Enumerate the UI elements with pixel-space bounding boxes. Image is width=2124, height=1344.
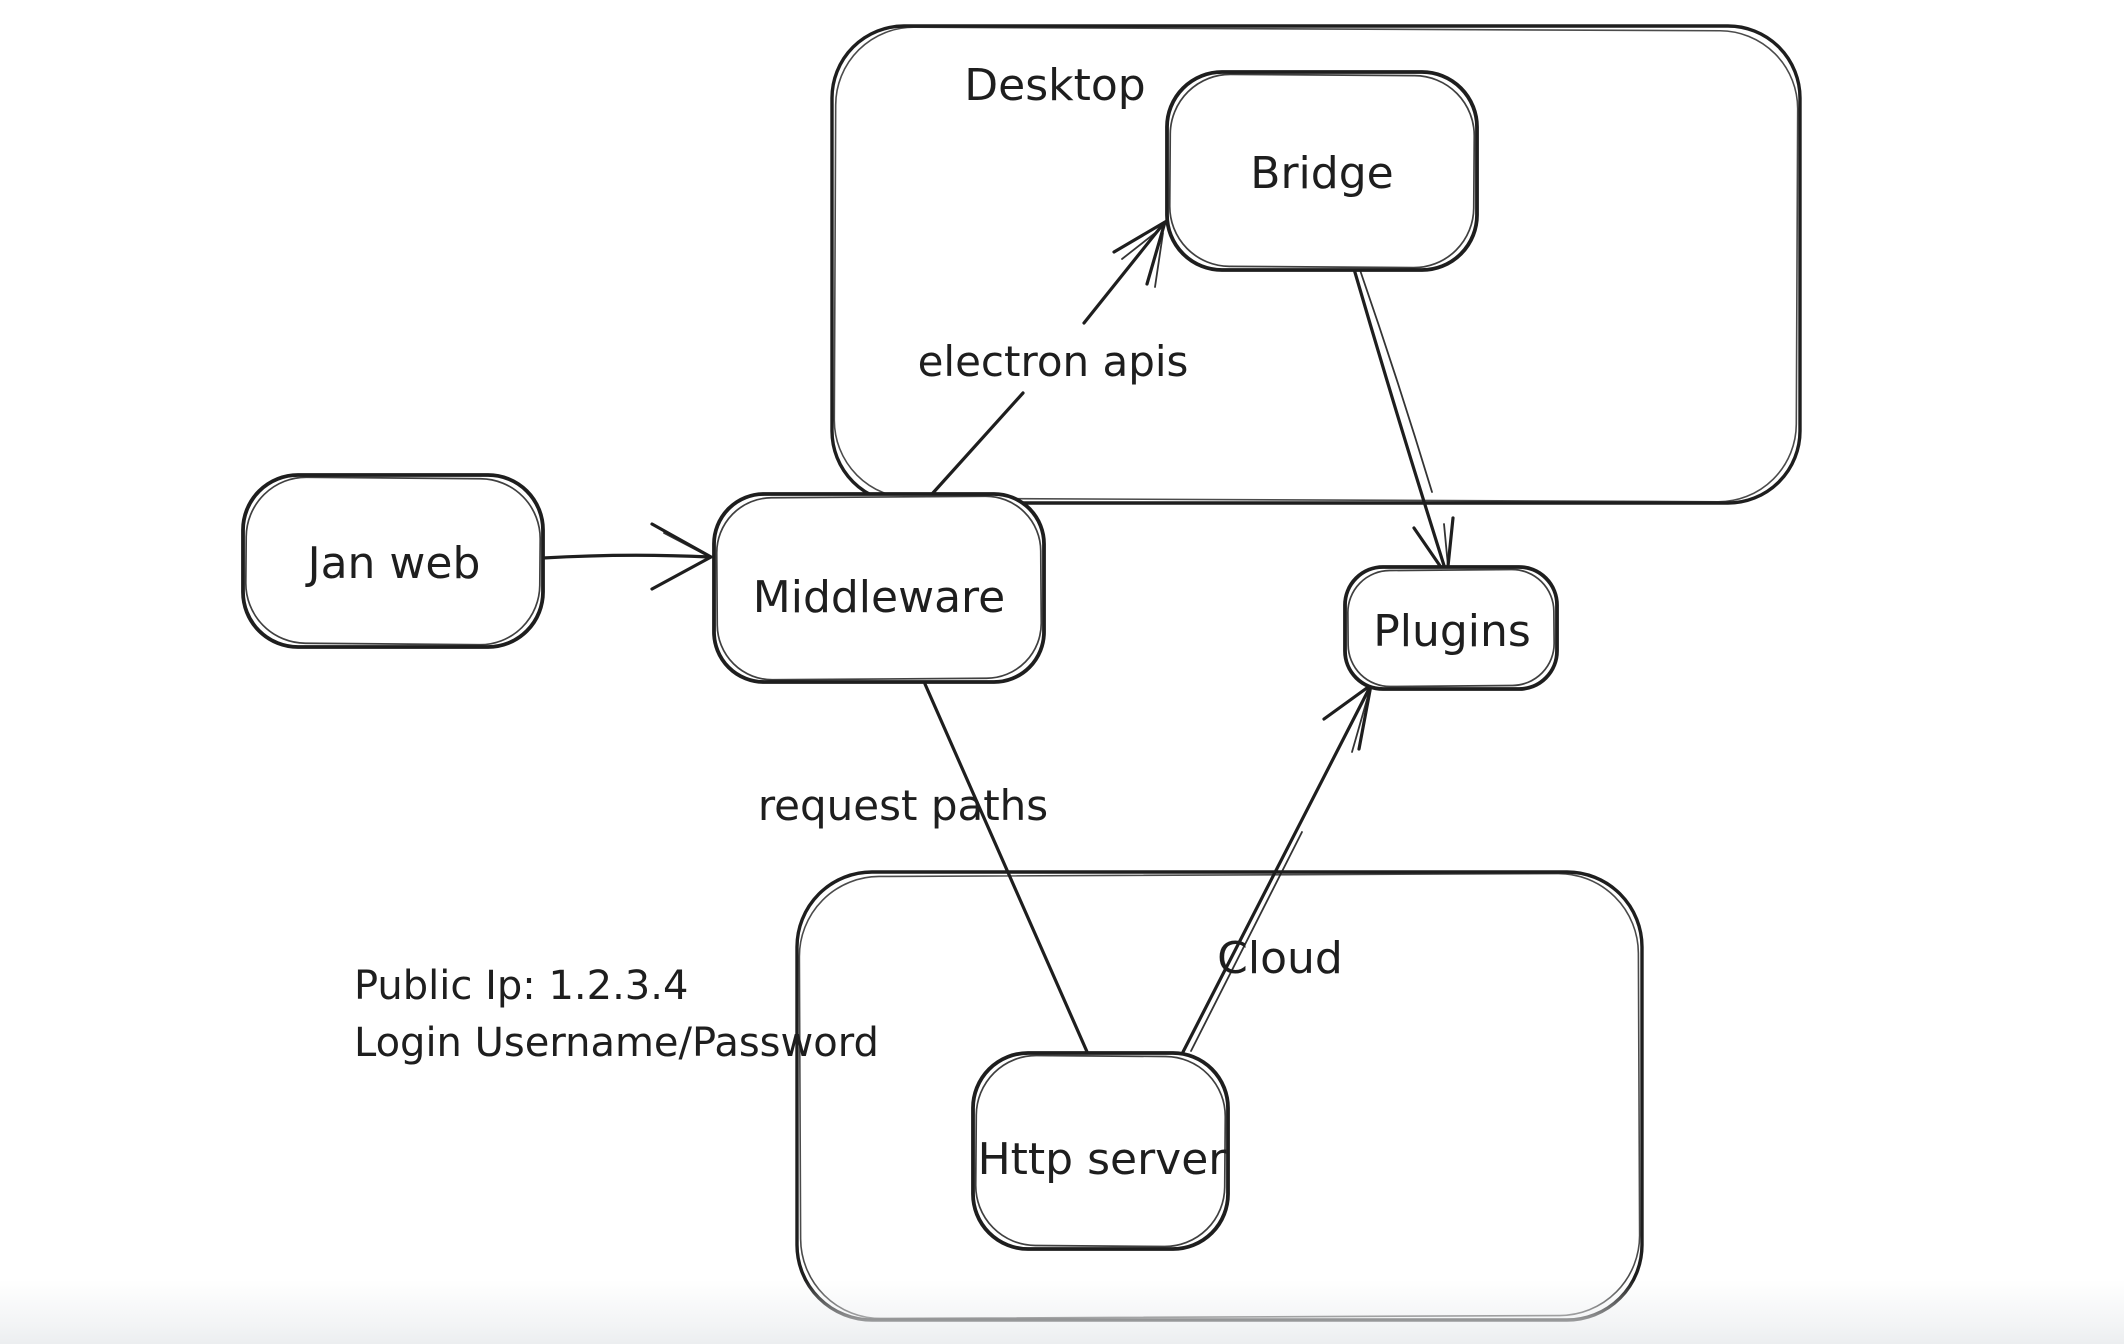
node-http-server-label: Http server bbox=[978, 1134, 1228, 1185]
node-http-server-outline-sketch bbox=[974, 1054, 1227, 1248]
edge-httpserver-plugins[interactable] bbox=[1181, 681, 1374, 1054]
container-desktop-outline-sketch bbox=[833, 26, 1799, 503]
node-jan-web-label: Jan web bbox=[305, 538, 481, 589]
edge-middleware-httpserver-label[interactable]: request paths bbox=[758, 781, 1048, 830]
node-jan-web-outline bbox=[241, 473, 545, 649]
edge-janweb-middleware-arrowhead-sketch bbox=[663, 532, 707, 556]
node-middleware-outline bbox=[712, 492, 1046, 684]
annotation-credentials[interactable]: Public Ip: 1.2.3.4 Login Username/Passwo… bbox=[354, 963, 879, 1066]
node-http-server-outline bbox=[971, 1051, 1230, 1251]
edge-janweb-middleware-line bbox=[541, 553, 712, 560]
edge-middleware-httpserver-line bbox=[923, 682, 1090, 1056]
edge-httpserver-plugins-arrowhead-sketch bbox=[1351, 695, 1369, 753]
node-bridge-label: Bridge bbox=[1250, 148, 1393, 199]
edge-bridge-plugins-arrowhead-sketch bbox=[1443, 523, 1449, 567]
container-desktop-label: Desktop bbox=[964, 60, 1145, 111]
container-desktop[interactable]: Desktop bbox=[830, 24, 1802, 505]
node-middleware[interactable]: Middleware bbox=[712, 492, 1046, 684]
node-plugins-outline-sketch bbox=[1347, 568, 1555, 688]
edge-bridge-plugins-line bbox=[1352, 267, 1449, 577]
edge-middleware-bridge-arrowhead bbox=[1112, 218, 1168, 286]
edge-middleware-bridge-arrowhead-sketch2 bbox=[1121, 229, 1160, 260]
edge-middleware-httpserver[interactable] bbox=[923, 682, 1090, 1056]
node-plugins[interactable]: Plugins bbox=[1343, 565, 1559, 691]
edge-bridge-plugins-line-sketch bbox=[1359, 269, 1433, 493]
edge-middleware-bridge-arrowhead-sketch1 bbox=[1154, 232, 1164, 288]
edge-httpserver-plugins-line bbox=[1181, 683, 1373, 1054]
node-plugins-label: Plugins bbox=[1373, 606, 1531, 657]
annotation-public-ip: Public Ip: 1.2.3.4 bbox=[354, 963, 688, 1009]
edge-middleware-bridge-line-lower bbox=[930, 391, 1025, 496]
edge-janweb-middleware-arrowhead bbox=[650, 522, 715, 591]
node-http-server[interactable]: Http server bbox=[971, 1051, 1230, 1251]
node-bridge-outline bbox=[1165, 70, 1479, 272]
node-plugins-outline bbox=[1343, 565, 1559, 691]
node-middleware-label: Middleware bbox=[753, 572, 1005, 623]
container-desktop-outline bbox=[830, 24, 1802, 505]
node-jan-web-outline-sketch bbox=[244, 476, 542, 646]
container-cloud-label[interactable]: Cloud bbox=[1217, 933, 1343, 984]
edge-janweb-middleware[interactable] bbox=[541, 522, 715, 591]
edge-middleware-bridge[interactable]: electron apis bbox=[918, 218, 1189, 496]
node-bridge[interactable]: Bridge bbox=[1165, 70, 1479, 272]
edge-middleware-bridge-label: electron apis bbox=[918, 337, 1189, 386]
node-jan-web[interactable]: Jan web bbox=[241, 473, 545, 649]
node-middleware-outline-sketch bbox=[715, 495, 1043, 681]
edge-httpserver-plugins-line-sketch bbox=[1190, 831, 1303, 1052]
annotation-login: Login Username/Password bbox=[354, 1020, 879, 1066]
node-bridge-outline-sketch bbox=[1168, 73, 1476, 269]
